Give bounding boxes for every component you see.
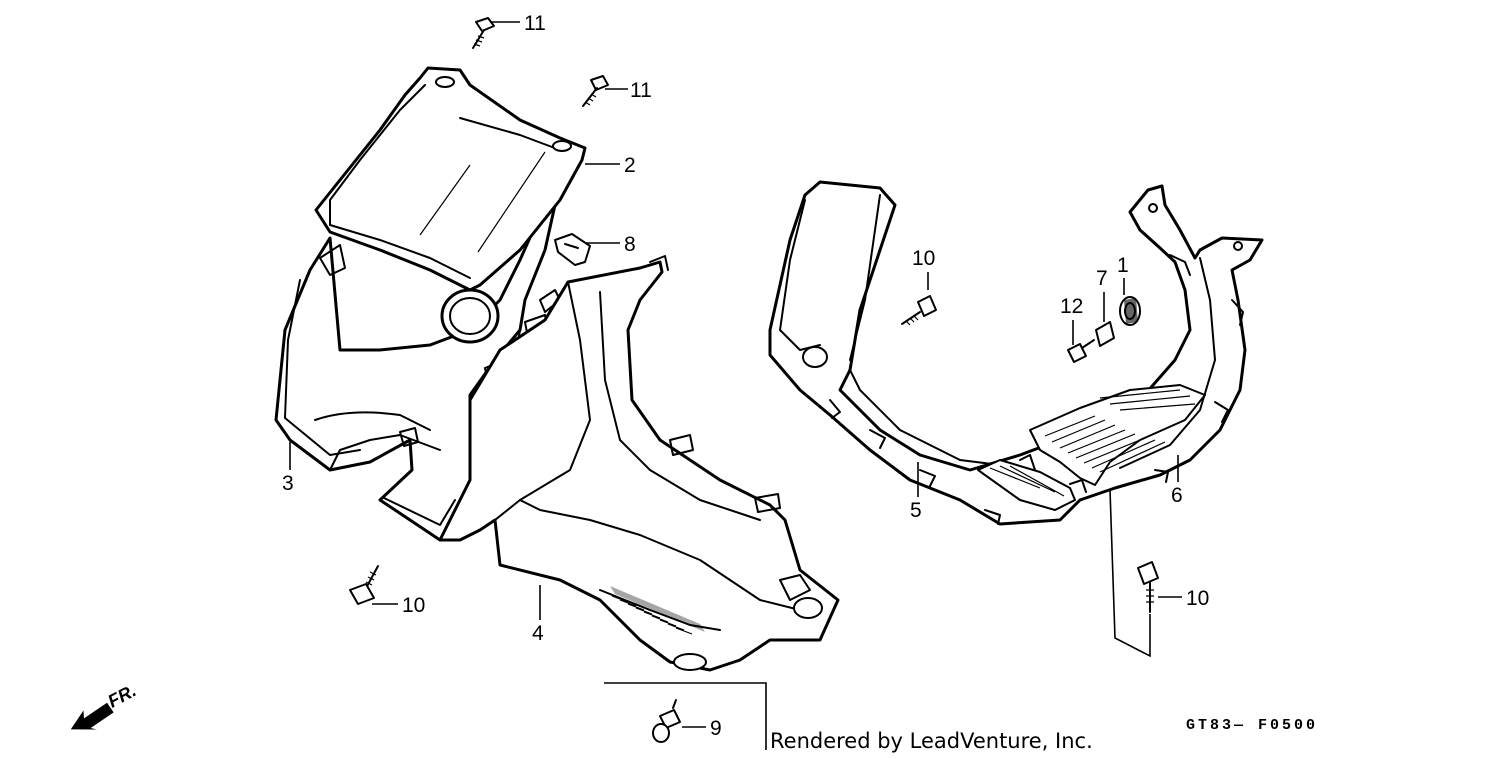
callout-2: 2 xyxy=(624,154,636,177)
callout-labels: 11 11 2 8 3 10 4 9 10 12 7 1 5 6 10 xyxy=(282,12,1209,740)
callout-12: 12 xyxy=(1060,295,1083,318)
callout-10-center: 10 xyxy=(912,247,935,270)
part-8-clip-nut xyxy=(554,233,591,266)
part-10-screw-left xyxy=(349,565,379,605)
part-11-screw-right xyxy=(582,75,609,107)
callout-9: 9 xyxy=(710,717,722,740)
arrow-icon xyxy=(70,702,114,730)
callout-4: 4 xyxy=(532,622,544,645)
part-10-screw-center xyxy=(901,295,937,326)
callout-5: 5 xyxy=(910,499,922,522)
part-9-fastener xyxy=(652,699,681,743)
part-11-screw-top xyxy=(472,17,495,49)
render-credit: Rendered by LeadVenture, Inc. xyxy=(770,729,1093,753)
callout-11-right: 11 xyxy=(630,79,652,102)
part-12-screw xyxy=(1067,339,1095,363)
part-1-grommet xyxy=(1119,296,1141,326)
part-7-collar xyxy=(1095,321,1115,347)
diagram-code: GT83— F0500 xyxy=(1186,717,1318,734)
part-2-upper-panel xyxy=(314,66,587,292)
callout-7: 7 xyxy=(1096,267,1108,290)
part-10-screw-right xyxy=(1137,561,1159,613)
callout-3: 3 xyxy=(282,472,294,495)
callout-11-top: 11 xyxy=(524,12,546,35)
callout-1: 1 xyxy=(1117,254,1129,277)
part-4-leg-shield xyxy=(438,255,840,672)
callout-10-right: 10 xyxy=(1186,587,1209,610)
callout-10-left: 10 xyxy=(402,594,425,617)
callout-6: 6 xyxy=(1171,484,1183,507)
front-direction-arrow: FR. xyxy=(70,680,139,730)
leader-lines xyxy=(289,21,1182,750)
part-6-step-mat xyxy=(977,384,1206,511)
callout-8: 8 xyxy=(624,233,636,256)
